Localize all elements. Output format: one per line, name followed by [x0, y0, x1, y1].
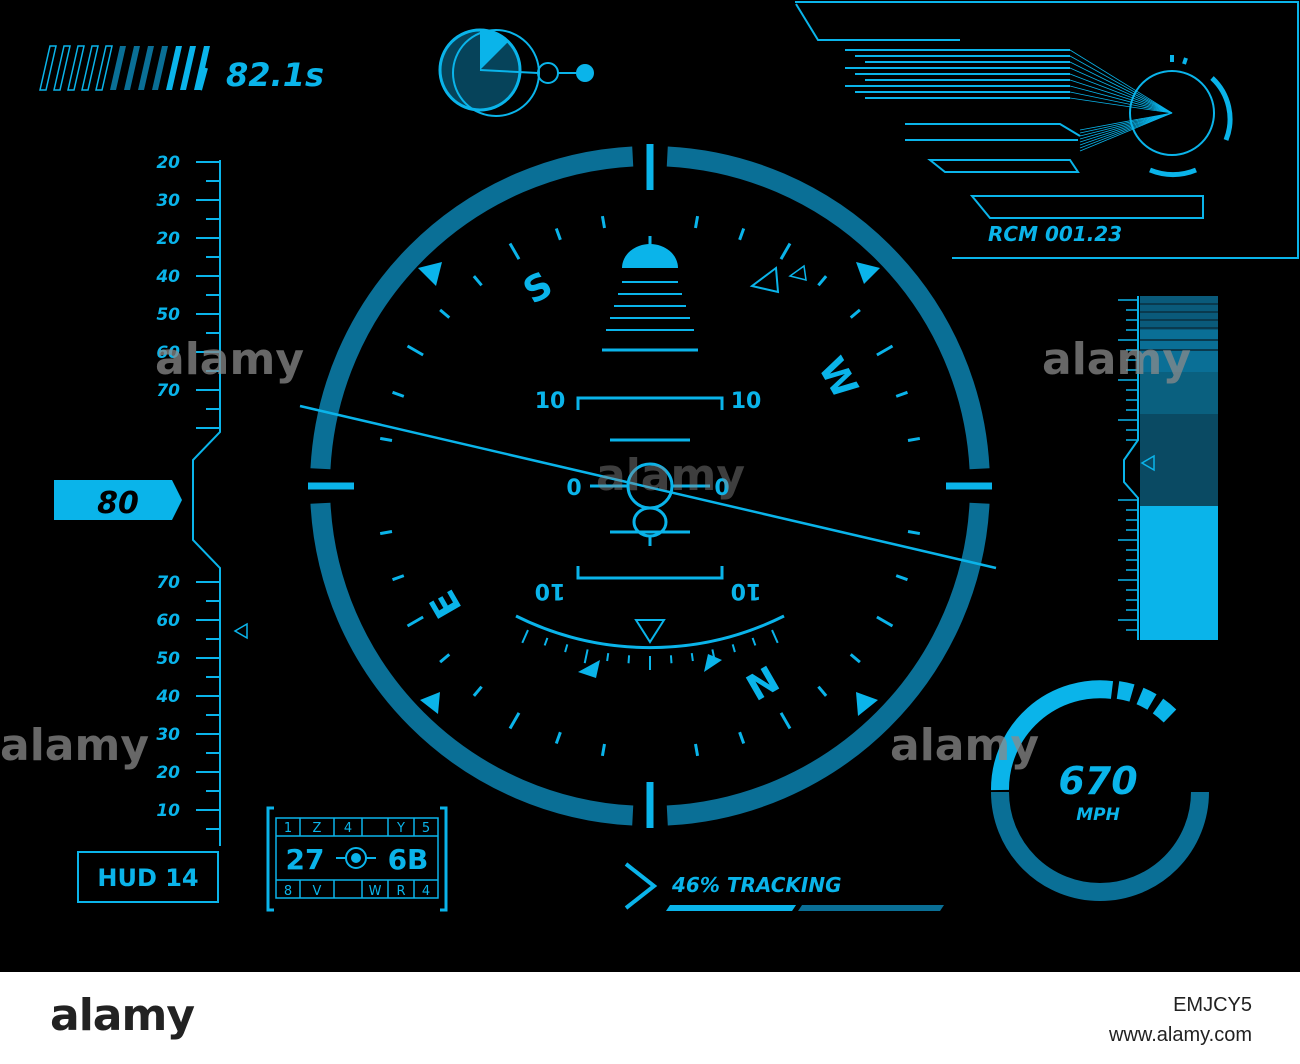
watermark-footer: alamy EMJCY5 www.alamy.com — [0, 972, 1300, 1064]
altitude-tick-label: 50 — [156, 305, 180, 325]
grid-r1c5: 5 — [422, 821, 430, 836]
pitch-upper-left: 10 — [535, 389, 566, 414]
speed-value: 670 — [1058, 759, 1137, 803]
watermark-text: alamy — [890, 720, 1039, 771]
grid-r3c1: 8 — [284, 884, 292, 899]
altitude-tick-label: 20 — [156, 763, 180, 783]
compass-west: W — [810, 351, 865, 406]
altitude-tick-label: 30 — [156, 725, 180, 745]
altitude-tick-label: 40 — [155, 687, 180, 707]
grid-r3c4: R — [396, 884, 405, 899]
watermark-text: alamy — [1042, 334, 1191, 385]
altitude-tick-label: 40 — [155, 267, 180, 287]
image-id: EMJCY5 — [1173, 994, 1252, 1016]
attitude-indicator: S W E N 10 10 0 0 — [299, 144, 997, 828]
hud-display: .acc { fill:#0ab4ea; } .str { stroke:#0a… — [0, 1, 1299, 912]
watermark-text: alamy — [155, 334, 304, 385]
grid-r3c3: W — [369, 884, 382, 899]
altitude-marker — [233, 622, 248, 640]
tracking-indicator: 46% TRACKING — [624, 862, 944, 911]
stripe-gauge — [39, 45, 210, 91]
grid-code-right: 6B — [388, 843, 429, 876]
tracking-label: 46% TRACKING — [671, 873, 842, 897]
altitude-tick-label: 20 — [156, 153, 180, 173]
altitude-ladder: 20 30 20 40 50 60 70 70 60 50 40 30 20 10 80 — [54, 153, 248, 846]
altitude-tick-label: 10 — [156, 801, 180, 821]
altitude-tick-label: 60 — [156, 343, 180, 363]
pitch-zero-right: 0 — [714, 476, 729, 501]
bell-icon — [622, 244, 678, 268]
altitude-tick-label: 70 — [156, 381, 180, 401]
watermark-overlay: alamy alamy alamy alamy alamy — [0, 334, 1191, 771]
orbit-icon — [438, 28, 594, 117]
grid-r1c3: 4 — [344, 821, 352, 836]
watermark-text: alamy — [0, 720, 149, 771]
compass-north: N — [738, 656, 785, 707]
horizon-line — [299, 404, 997, 570]
grid-code-left: 27 — [286, 843, 325, 876]
vertical-level-gauge — [1118, 296, 1218, 640]
altitude-tick-label: 70 — [156, 573, 180, 593]
altitude-tick-label: 20 — [156, 229, 180, 249]
speedometer: 670 MPH — [990, 680, 1209, 901]
pitch-zero-left: 0 — [566, 476, 581, 501]
compass-east: E — [423, 583, 471, 625]
center-reticle — [590, 462, 710, 546]
grid-r3c5: 4 — [422, 884, 430, 899]
hud-label: HUD 14 — [97, 864, 198, 892]
altitude-tick-label: 50 — [156, 649, 180, 669]
pitch-lower-right: 10 — [731, 578, 762, 603]
grid-r1c2: Z — [313, 821, 322, 836]
timer-readout: 82.1s — [226, 56, 324, 94]
grid-r3c2: V — [313, 884, 322, 899]
bank-arc — [515, 614, 785, 650]
compass-south: S — [517, 264, 560, 312]
code-grid: 1 Z 4 Y 5 27 6B 8 V W R 4 — [266, 806, 448, 912]
altitude-tick-label: 30 — [156, 191, 180, 211]
speed-unit: MPH — [1076, 805, 1120, 825]
watermark-site: www.alamy.com — [1109, 1024, 1252, 1046]
hud-label-box — [77, 851, 219, 903]
altitude-current: 80 — [97, 486, 139, 521]
altitude-pointer — [54, 480, 182, 520]
grid-r1c1: 1 — [284, 821, 292, 836]
pitch-upper-right: 10 — [731, 389, 762, 414]
hud-canvas: .acc { fill:#0ab4ea; } .str { stroke:#0a… — [0, 1, 1299, 912]
altitude-tick-label: 60 — [156, 611, 180, 631]
pitch-lower-left: 10 — [535, 578, 566, 603]
rcm-readout: RCM 001.23 — [988, 222, 1122, 246]
rcm-panel: RCM 001.23 — [795, 1, 1299, 259]
grid-r1c4: Y — [396, 821, 405, 836]
watermark-text: alamy — [596, 450, 745, 501]
watermark-logo: alamy — [50, 990, 195, 1041]
